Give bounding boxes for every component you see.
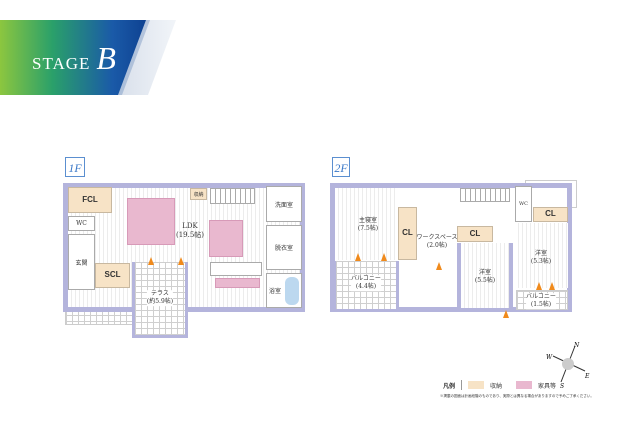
bathtub (285, 277, 299, 305)
terrace-label: テラス(約5.9帖) (146, 290, 174, 306)
room-scl: SCL (95, 263, 130, 288)
room-fcl: FCL (68, 187, 112, 213)
closet-right: CL (533, 207, 568, 222)
legend-storage-label: 収納 (490, 382, 503, 390)
stage-title: STAGE B (32, 40, 117, 77)
legend: 凡例 収納 家具等 (443, 380, 556, 390)
legend-furniture-label: 家具等 (538, 382, 557, 390)
ventilation-arrow-icon (178, 257, 184, 265)
stage-label: STAGE (32, 54, 91, 73)
stairs-2f (460, 188, 510, 202)
room-western-center (457, 243, 513, 308)
room-bath: 浴室 (266, 273, 302, 308)
cl-label: CL (402, 228, 413, 238)
balcony-right-label: バルコニー(1.5帖) (526, 293, 556, 309)
bath-label: 浴室 (269, 286, 282, 295)
legend-swatch-storage (468, 381, 485, 389)
ventilation-arrow-icon (436, 262, 442, 270)
floor1-label: 1F (65, 157, 85, 177)
compass-icon: N E S W (546, 342, 590, 388)
ventilation-arrow-icon (536, 282, 542, 290)
dining-table (209, 220, 243, 257)
legend-divider (461, 380, 463, 390)
room-master-bedroom (335, 188, 397, 260)
room-entrance: 玄関 (68, 234, 95, 290)
floor2-label: 2F (332, 157, 350, 177)
ventilation-arrow-icon (381, 253, 387, 261)
kitchen-counter (210, 262, 262, 276)
room-wc-2f: WC (515, 186, 532, 222)
legend-swatch-furniture (516, 381, 533, 389)
entrance-label: 玄関 (75, 257, 88, 267)
compass-w: W (546, 354, 553, 361)
compass-s: S (560, 383, 564, 388)
compass-n: N (573, 342, 580, 349)
ventilation-arrow-icon (148, 257, 154, 265)
compass-e: E (584, 373, 590, 380)
fcl-label: FCL (82, 194, 98, 204)
ventilation-arrow-icon (549, 282, 555, 290)
western-right-label: 洋室(5.3帖) (530, 250, 552, 265)
balcony-left-label: バルコニー(4.4帖) (351, 275, 381, 291)
kitchen-furniture (215, 278, 260, 288)
stage-letter: B (96, 40, 117, 76)
wc2-label: WC (519, 201, 528, 207)
room-wc-1f: WC (68, 216, 95, 231)
wc-label: WC (76, 220, 87, 227)
scl-label: SCL (104, 270, 121, 280)
room-washroom: 洗面室 (266, 186, 302, 222)
ventilation-arrow-icon (503, 310, 509, 318)
cl-label: CL (469, 228, 481, 238)
legend-title: 凡例 (443, 382, 456, 390)
sofa-area (127, 198, 175, 245)
room-dressing: 脱衣室 (266, 225, 302, 270)
closet-master: CL (398, 207, 417, 260)
ventilation-arrow-icon (355, 253, 361, 261)
workspace-label: ワークスペース(2.0帖) (416, 234, 458, 249)
ldk-label: LDK(19.5帖) (175, 221, 205, 239)
master-label: 主寝室(7.5帖) (357, 217, 379, 232)
room-storage: 収納 (190, 188, 207, 200)
stairs-1f (210, 188, 255, 204)
western-center-label: 洋室(5.5帖) (474, 269, 496, 284)
cl-label: CL (545, 209, 556, 219)
room-western-right (515, 223, 568, 288)
dressing-label: 脱衣室 (274, 245, 293, 252)
terrace (132, 262, 188, 338)
washroom-label: 洗面室 (274, 201, 293, 209)
disclaimer-note: ※掲載の図面は計画段階のものであり、実際とは異なる場合がありますので予めご了承く… (440, 394, 594, 398)
closet-center: CL (457, 226, 493, 242)
storage-label: 収納 (193, 191, 204, 198)
